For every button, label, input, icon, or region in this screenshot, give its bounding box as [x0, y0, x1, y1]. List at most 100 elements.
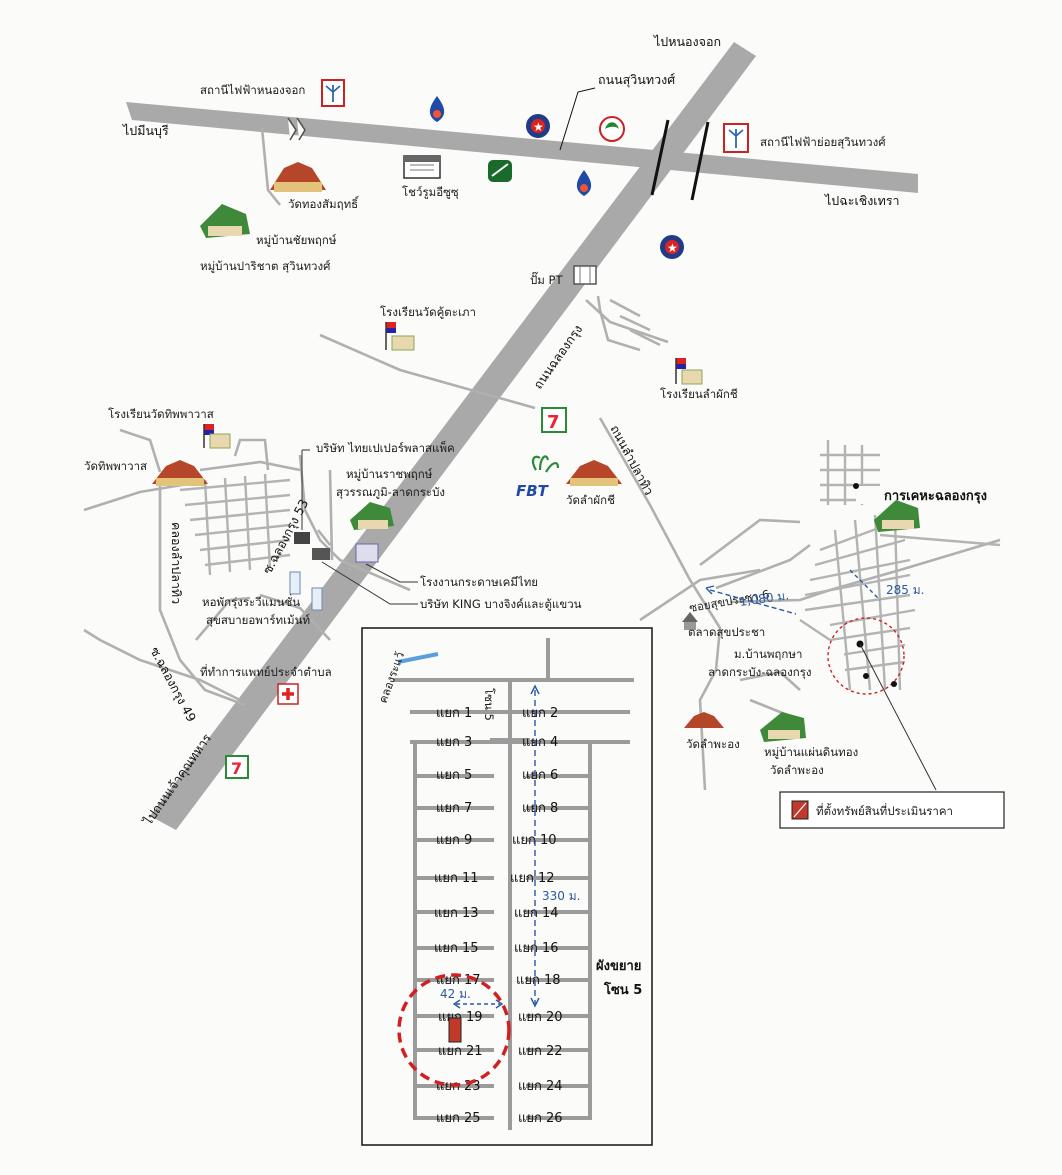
lane-label: แยก 16	[514, 941, 559, 956]
svg-text:7: 7	[231, 759, 242, 778]
seven-eleven-icon: 7	[225, 755, 249, 779]
label-khlong-lam-pla-thio: คลองลำปลาทิว	[169, 522, 184, 604]
substation-icon	[723, 123, 749, 153]
label-to-chachoengsao: ไปฉะเชิงเทรา	[824, 193, 900, 208]
svg-text:7: 7	[547, 412, 560, 433]
lane-label: แยก 14	[514, 906, 559, 921]
svg-text:★: ★	[533, 120, 544, 134]
property-parcel	[448, 1017, 462, 1043]
lane-label: แยก 9	[436, 833, 472, 848]
label-soi-49: ซ.ฉลองกรุง 49	[146, 644, 199, 724]
label-zone-road: โซน 5	[482, 688, 496, 721]
estate-grid-right	[799, 440, 1001, 691]
lane-label: แยก 24	[518, 1079, 563, 1094]
road-break-mark	[287, 117, 306, 141]
lane-label: แยก 3	[436, 735, 472, 750]
blank-patch	[820, 646, 844, 666]
label-pump-pt: ปั๊ม PT	[530, 271, 563, 287]
label-wat-thong: วัดทองสัมฤทธิ์	[288, 195, 360, 211]
lane-label: แยก 1	[436, 706, 472, 721]
temple-icon	[152, 460, 208, 486]
label-substation-nong-chok: สถานีไฟฟ้าหนองจอก	[200, 83, 305, 97]
label-school-wat-khu: โรงเรียนวัดคู้ตะเภา	[380, 305, 476, 319]
estate-grid-left	[179, 473, 291, 576]
lane-label: แยก 6	[522, 768, 558, 783]
label-mooban-chai: หมู่บ้านชัยพฤกษ์	[256, 233, 337, 247]
fuel-caltex-icon: ★	[526, 114, 550, 138]
major-roads	[126, 42, 918, 830]
lane-label: แยก 26	[518, 1111, 563, 1126]
parcel-legend-icon	[791, 800, 809, 820]
overpass-mark	[650, 119, 710, 201]
lane-label: แยก 2	[522, 706, 558, 721]
blank-patch	[856, 486, 880, 504]
label-wat-lam-phak: วัดลำผักชี	[566, 493, 615, 507]
lane-label: แยก 7	[436, 801, 472, 816]
label-wat-thipphawat: วัดทิพพาวาส	[84, 459, 147, 473]
company-icon	[294, 532, 379, 563]
label-factory-paper: โรงงานกระดาษเคมีไทย	[420, 575, 538, 589]
temple-icon	[566, 460, 622, 486]
label-mooban-parichat: หมู่บ้านปาริชาต สุวินทวงศ์	[200, 259, 331, 273]
label-school-thipphawat: โรงเรียนวัดทิพพาวาส	[108, 407, 214, 421]
target-circle-main	[827, 617, 905, 695]
temple-icon	[270, 162, 326, 192]
label-showroom: โชว์รูมอีซูซุ	[402, 185, 459, 199]
school-icon	[203, 424, 231, 449]
housing-estate-icon	[874, 500, 920, 532]
road-chalong-krung	[150, 42, 756, 830]
lane-label: แยก 11	[434, 871, 479, 886]
distance-330: 330 ม.	[542, 889, 580, 903]
label-market: ตลาดสุขประชา	[688, 625, 765, 639]
label-apartment: สุขสบายอพาร์ทเม้นท์	[206, 613, 310, 627]
legend-label: ที่ตั้งทรัพย์สินที่ประเมินราคา	[816, 803, 953, 818]
label-suwinthawong: ถนนสุวินทวงศ์	[598, 72, 675, 88]
distance-42: 42 ม.	[440, 987, 471, 1001]
school-icon	[385, 322, 415, 351]
housing-estate-icon	[760, 712, 806, 742]
minor-roads	[83, 127, 1001, 791]
road-suwinthawong	[126, 102, 918, 193]
label-housing-authority: การเคหะฉลองกรุง	[884, 489, 987, 504]
fuel-shell-icon	[488, 160, 512, 182]
lane-label: แยก 8	[522, 801, 558, 816]
lane-labels: แยก 1 แยก 2 แยก 3 แยก 4 แยก 5 แยก 6 แยก …	[434, 706, 563, 1126]
fuel-caltex-icon: ★	[660, 235, 684, 259]
health-center-icon	[277, 683, 299, 705]
fuel-ptt-icon	[576, 170, 592, 196]
school-icon	[675, 358, 703, 385]
showroom-icon	[403, 155, 441, 179]
seven-eleven-icon: 7	[541, 407, 567, 433]
label-company-king: บริษัท KING บางจิงค์และตู้แขวน	[420, 597, 582, 611]
label-mooban-phruksa: ม.บ้านพฤกษา	[734, 647, 802, 661]
fbt-logo-icon	[531, 455, 560, 473]
label-wat-lam-phak-2: วัดลำพะอง	[686, 737, 740, 751]
label-mooban-phruksa-2: ลาดกระบัง-ฉลองกรุง	[708, 665, 812, 679]
lane-label: แยก 18	[516, 973, 561, 988]
label-substation-suwinthawong: สถานีไฟฟ้าย่อยสุวินทวงศ์	[760, 135, 886, 149]
label-mooban-ratchaphruek-2: สุวรรณภูมิ-ลาดกระบัง	[336, 485, 445, 499]
fuel-bangchak-icon	[599, 116, 625, 142]
label-to-nong-chok: ไปหนองจอก	[653, 34, 721, 49]
label-mooban-phaen: หมู่บ้านแผ่นดินทอง	[764, 745, 858, 759]
lane-label: แยก 22	[518, 1044, 563, 1059]
lane-label: แยก 15	[434, 941, 479, 956]
inset-zone-5: คลองระแว้ โซน 5	[361, 627, 653, 1146]
label-company-thai-paper: บริษัท ไทยเปเปอร์พลาสแพ็ค	[316, 440, 455, 455]
legend-box	[779, 791, 1005, 829]
lane-label: แยก 4	[522, 735, 558, 750]
svg-text:★: ★	[667, 241, 678, 255]
pump-pt-icon	[573, 265, 597, 285]
substation-icon	[321, 79, 345, 107]
lane-label: แยก 20	[518, 1010, 563, 1025]
lane-label: แยก 10	[512, 833, 557, 848]
housing-estate-icon	[350, 502, 394, 530]
distance-1080: 1,080 ม.	[738, 588, 789, 609]
lane-label: แยก 5	[436, 768, 472, 783]
label-lam-pla-thio: ถนนลำปลาทิว	[607, 422, 656, 497]
inset-subtitle: โซน 5	[603, 981, 642, 998]
distance-285: 285 ม.	[886, 583, 924, 597]
lane-label: แยก 13	[434, 906, 479, 921]
